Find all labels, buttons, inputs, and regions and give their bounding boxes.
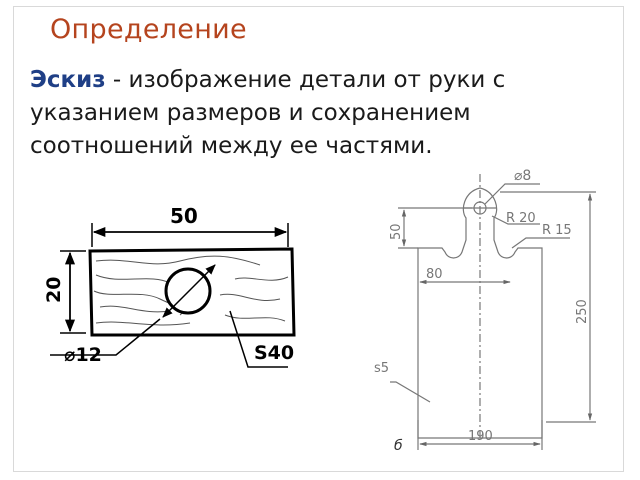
dim-hole-label: ⌀12 <box>64 344 102 366</box>
definition-text: - изображение детали от руки с указанием… <box>30 67 506 159</box>
dim-80-label: 80 <box>426 267 443 282</box>
dim-thickness-label: S40 <box>254 342 294 364</box>
dim-20-label: 20 <box>43 277 65 303</box>
dim-50-label-right: 50 <box>389 223 404 240</box>
figure-label: б <box>394 438 403 454</box>
definition-paragraph: Эскиз - изображение детали от руки с ука… <box>30 64 620 163</box>
dim-d8-label: ⌀8 <box>514 168 531 184</box>
dim-s5-label: s5 <box>374 361 389 376</box>
slide-title: Определение <box>50 14 247 45</box>
dim-r15-label: R 15 <box>542 223 572 238</box>
dim-r20-label: R 20 <box>506 211 536 226</box>
board2-outline <box>417 187 543 439</box>
definition-term: Эскиз <box>30 67 106 93</box>
dim-250-label: 250 <box>575 299 590 324</box>
left-sketch: 50 20 ⌀12 S40 <box>43 204 296 368</box>
dim-50-label: 50 <box>170 204 198 228</box>
board-outline <box>88 247 296 337</box>
slide-frame <box>13 6 624 472</box>
right-sketch: ⌀8 R 20 R 15 50 80 250 190 s5 б <box>374 168 596 454</box>
dim-190-label: 190 <box>468 429 493 444</box>
